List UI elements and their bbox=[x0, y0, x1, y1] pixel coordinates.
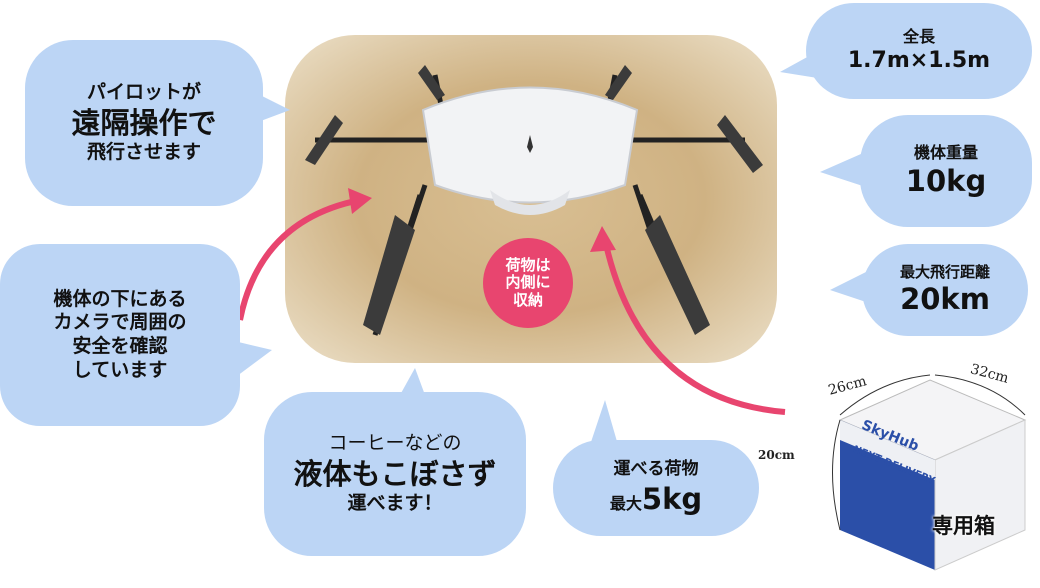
arrow-head-icon bbox=[348, 188, 372, 214]
arrow-head-icon bbox=[590, 226, 616, 252]
liquid-callout: コーヒーなどの 液体もこぼさず 運べます！ bbox=[264, 392, 526, 556]
callout-label: 全長 bbox=[902, 27, 935, 47]
storage-badge: 荷物は 内側に 収納 bbox=[483, 238, 573, 328]
storage-line: 収納 bbox=[512, 290, 543, 309]
callout-text: 飛行させます bbox=[86, 141, 201, 164]
callout-value: 10kg bbox=[905, 163, 987, 198]
callout-text: 機体の下にある bbox=[53, 287, 187, 310]
callout-text: 運べる荷物 bbox=[613, 459, 699, 480]
callout-emphasis: 液体もこぼさず bbox=[293, 456, 497, 491]
box-illustration bbox=[832, 374, 1027, 571]
box-caption: 専用箱 bbox=[932, 514, 995, 538]
delivery-box: 26cm 32cm 20cm SkyHub NEXT DELIVERY 専用箱 bbox=[758, 360, 1040, 588]
camera-callout: 機体の下にある カメラで周囲の 安全を確認 しています bbox=[0, 244, 240, 426]
box-height-label: 20cm bbox=[758, 448, 795, 462]
callout-text: 最大 bbox=[609, 493, 642, 513]
callout-text: 運べます！ bbox=[347, 492, 443, 515]
callout-text: パイロットが bbox=[86, 81, 201, 104]
callout-text: 安全を確認 bbox=[72, 335, 168, 357]
payload-callout: 運べる荷物 最大5kg bbox=[553, 440, 759, 536]
range-callout: 最大飛行距離 20km bbox=[862, 244, 1028, 336]
drone-illustration bbox=[305, 65, 763, 336]
callout-value: 20km bbox=[900, 282, 990, 317]
callout-value: 5kg bbox=[641, 481, 703, 516]
bubble-tail bbox=[590, 400, 618, 445]
callout-value: 1.7m×1.5m bbox=[847, 48, 991, 74]
weight-callout: 機体重量 10kg bbox=[860, 115, 1032, 227]
bubble-tail bbox=[400, 368, 425, 395]
arrow-from-box bbox=[602, 239, 786, 415]
callout-text: コーヒーなどの bbox=[328, 432, 462, 455]
callout-emphasis: 遠隔操作で bbox=[71, 105, 217, 140]
callout-text: カメラで周囲の bbox=[53, 311, 187, 334]
callout-text: しています bbox=[72, 358, 168, 381]
storage-line: 内側に bbox=[505, 273, 551, 292]
callout-label: 機体重量 bbox=[913, 142, 978, 162]
pilot-callout: パイロットが 遠隔操作で 飛行させます bbox=[25, 40, 263, 206]
size-callout: 全長 1.7m×1.5m bbox=[806, 3, 1032, 99]
callout-label: 最大飛行距離 bbox=[899, 262, 990, 281]
storage-line: 荷物は bbox=[505, 256, 551, 275]
arrow-to-camera bbox=[237, 197, 361, 321]
